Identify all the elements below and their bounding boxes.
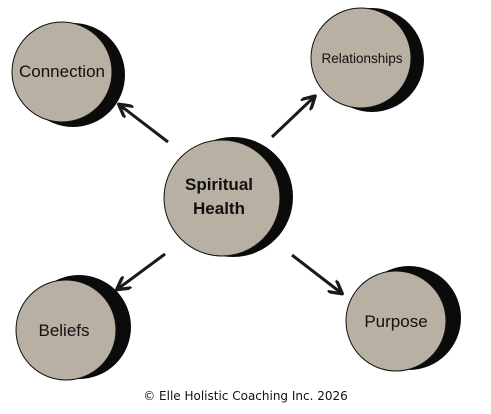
node-spiritual-health: Spiritual Health (163, 137, 293, 257)
node-connection: Connection (11, 21, 125, 127)
node-purpose-label: Purpose (364, 312, 427, 331)
center-label-line1: Spiritual (185, 175, 253, 194)
center-label-line2: Health (193, 199, 245, 218)
node-relationships: Relationships (310, 7, 424, 112)
node-beliefs: Beliefs (15, 275, 131, 381)
node-beliefs-label: Beliefs (38, 321, 89, 340)
node-connection-label: Connection (19, 62, 105, 81)
arrow-to-relationships (270, 98, 313, 139)
arrow-to-connection (121, 106, 169, 144)
arrow-to-purpose (291, 253, 340, 292)
node-purpose: Purpose (345, 266, 461, 372)
copyright-text: © Elle Holistic Coaching Inc. 2026 (143, 389, 348, 403)
arrow-to-beliefs (119, 252, 166, 288)
node-relationships-label: Relationships (321, 51, 402, 66)
